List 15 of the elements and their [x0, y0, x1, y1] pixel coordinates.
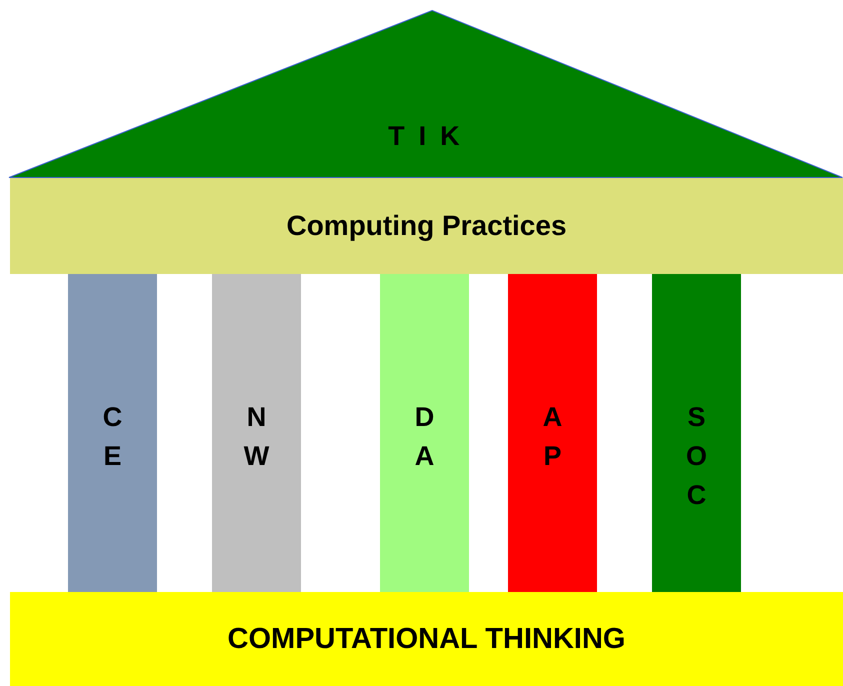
pillar-label: D A [414, 401, 436, 474]
pillar [652, 274, 741, 592]
beam-band [10, 178, 843, 274]
pillar [212, 274, 301, 592]
pillar [68, 274, 157, 592]
roof-label: T I K [388, 120, 463, 152]
beam-label: Computing Practices [286, 210, 567, 242]
pillar [380, 274, 469, 592]
pillar [508, 274, 597, 592]
base-label: COMPUTATIONAL THINKING [228, 622, 626, 656]
pillar-label: S O C [684, 401, 708, 512]
pillar-label: A P [542, 401, 564, 474]
pillar-label: N W [242, 401, 270, 474]
base-band [10, 592, 843, 686]
pillar-label: C E [102, 401, 124, 474]
